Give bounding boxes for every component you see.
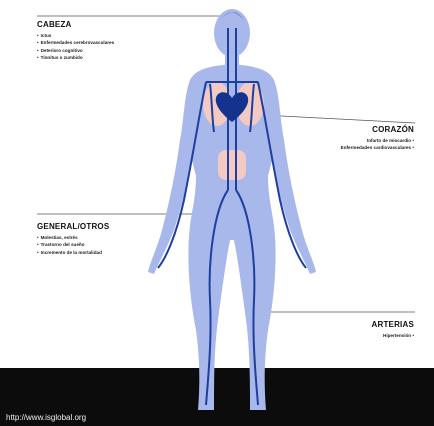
list-item: Tinnitus o zumbido [37,54,114,61]
symptom-list: Hipertensión [372,332,415,339]
list-item: Hipertensión [372,332,415,339]
leader-line-corazon [262,115,415,123]
section-cabeza: CABEZA Ictus Enfermedades cerebrovascula… [37,20,114,62]
section-arterias: ARTERIAS Hipertensión [372,320,415,339]
list-item: Ictus [37,32,114,39]
symptom-list: Ictus Enfermedades cerebrovasculares Det… [37,32,114,62]
symptom-list: Molestias, estrés Trastorno del sueño In… [37,234,109,256]
list-item: Trastorno del sueño [37,241,109,248]
list-item: Incremento de la mortalidad [37,249,109,256]
list-item: Enfermedades cerebrovasculares [37,39,114,46]
section-title: ARTERIAS [372,320,415,329]
list-item: Enfermedades cardiovasculares [341,144,414,151]
kidney-icon [218,150,246,180]
body-silhouette [148,9,316,410]
section-title: GENERAL/OTROS [37,222,109,231]
section-title: CABEZA [37,20,114,29]
section-general: GENERAL/OTROS Molestias, estrés Trastorn… [37,222,109,256]
list-item: Infarto de miocardio [341,137,414,144]
symptom-list: Infarto de miocardio Enfermedades cardio… [341,137,414,152]
list-item: Deterioro cognitivo [37,47,114,54]
list-item: Molestias, estrés [37,234,109,241]
section-title: CORAZÓN [341,125,414,134]
section-corazon: CORAZÓN Infarto de miocardio Enfermedade… [341,125,414,152]
